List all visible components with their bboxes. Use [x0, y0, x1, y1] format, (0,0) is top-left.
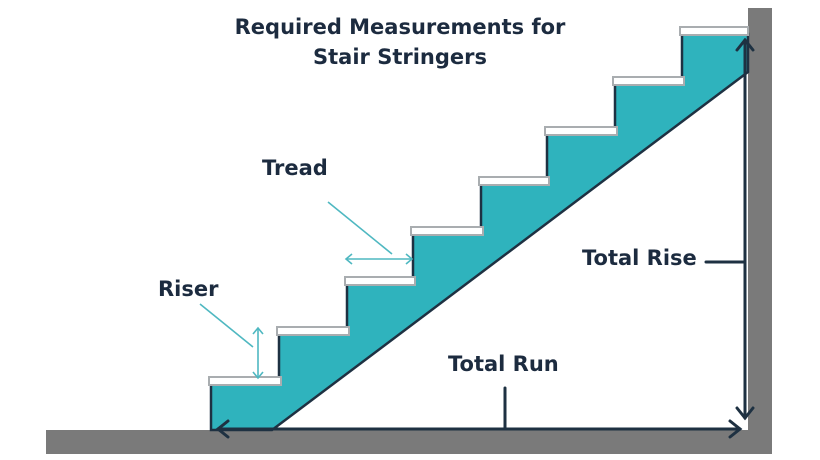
- wall: [748, 8, 772, 454]
- total-run-arrow: [215, 386, 743, 439]
- tread-label: Tread: [262, 156, 328, 180]
- riser-label: Riser: [158, 277, 219, 301]
- title-line-1: Required Measurements for: [234, 15, 566, 39]
- tread-board: [679, 26, 749, 36]
- tread-board: [612, 76, 685, 86]
- tread-board: [544, 126, 618, 136]
- tread-leader-line: [327, 201, 393, 255]
- riser-leader-line: [199, 303, 254, 348]
- tread-board: [208, 376, 282, 386]
- riser-dimension-arrow: [252, 326, 264, 380]
- tread-dimension-arrow: [344, 253, 414, 265]
- tread-board: [344, 276, 416, 286]
- total-run-label: Total Run: [448, 352, 559, 376]
- total-rise-arrow: [704, 37, 755, 421]
- tread-board: [478, 176, 550, 186]
- tread-board: [276, 326, 350, 336]
- tread-nosings: [208, 26, 749, 386]
- diagram-title: Required Measurements for Stair Stringer…: [200, 12, 600, 72]
- title-line-2: Stair Stringers: [313, 45, 487, 69]
- tread-board: [410, 226, 484, 236]
- floor: [46, 430, 772, 454]
- total-rise-label: Total Rise: [582, 246, 697, 270]
